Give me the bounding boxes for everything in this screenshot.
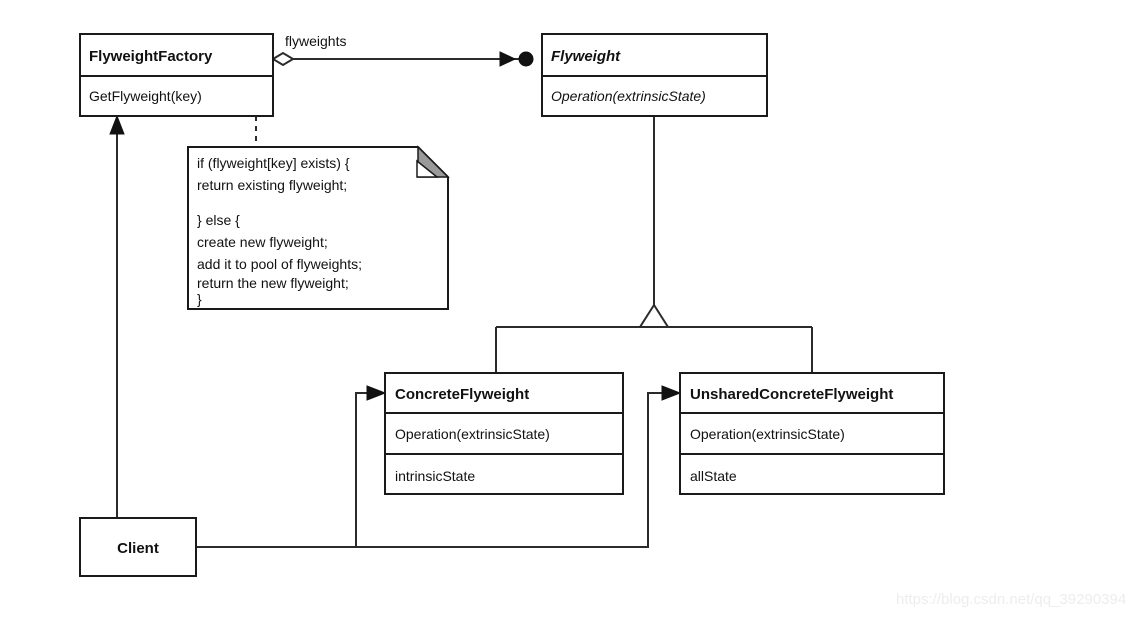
arrowhead-filled-icon	[109, 114, 125, 135]
client-concrete-path	[196, 392, 375, 548]
flyweight-title: Flyweight	[551, 48, 621, 65]
class-box-flyweightfactory[interactable]: FlyweightFactory GetFlyweight(key)	[79, 33, 274, 117]
unsharedconcreteflyweight-operation-0: Operation(extrinsicState)	[690, 426, 845, 442]
note-line-1: return existing flyweight;	[197, 177, 347, 193]
unsharedconcreteflyweight-title: UnsharedConcreteFlyweight	[690, 386, 893, 403]
note-body	[187, 146, 449, 310]
connector-client-to-unshared-flyweight	[196, 385, 682, 548]
connector-aggregation-factory-flyweight	[271, 51, 534, 67]
arrowhead-filled-icon	[499, 51, 517, 67]
class-box-flyweight[interactable]: Flyweight Operation(extrinsicState)	[541, 33, 768, 117]
generalization-triangle-icon	[638, 303, 670, 328]
note-line-5: add it to pool of flyweights;	[197, 256, 362, 272]
note-line-3: } else {	[197, 212, 240, 228]
arrowhead-filled-icon	[366, 385, 387, 401]
client-unshared-path	[196, 392, 670, 548]
flyweight-operation-0: Operation(extrinsicState)	[551, 88, 706, 104]
concreteflyweight-operation-0: Operation(extrinsicState)	[395, 426, 550, 442]
connector-client-to-concrete-flyweight	[196, 385, 387, 548]
watermark-label: https://blog.csdn.net/qq_39290394	[896, 591, 1126, 608]
concreteflyweight-frame	[384, 372, 624, 495]
concreteflyweight-attribute-0: intrinsicState	[395, 468, 475, 484]
connector-client-to-factory	[109, 114, 125, 520]
aggregation-role-label: flyweights	[285, 33, 346, 49]
note-line-7: }	[197, 291, 202, 307]
flyweightfactory-title: FlyweightFactory	[89, 48, 213, 65]
note-line-6: return the new flyweight;	[197, 275, 349, 291]
arrowhead-filled-icon	[661, 385, 682, 401]
client-frame	[79, 517, 197, 577]
flyweightfactory-operation-0: GetFlyweight(key)	[89, 88, 202, 104]
multiplicity-ball-icon	[518, 51, 534, 67]
concreteflyweight-title: ConcreteFlyweight	[395, 386, 529, 403]
class-box-unsharedconcreteflyweight[interactable]: UnsharedConcreteFlyweight Operation(extr…	[679, 372, 945, 495]
note-line-4: create new flyweight;	[197, 234, 328, 250]
note-box: if (flyweight[key] exists) { return exis…	[187, 145, 450, 310]
note-line-0: if (flyweight[key] exists) {	[197, 155, 350, 171]
note-fold-corner-icon	[416, 159, 440, 178]
unsharedconcreteflyweight-attribute-0: allState	[690, 468, 737, 484]
class-box-concreteflyweight[interactable]: ConcreteFlyweight Operation(extrinsicSta…	[384, 372, 624, 495]
unsharedconcreteflyweight-frame	[679, 372, 945, 495]
aggregation-diamond-icon	[271, 51, 295, 67]
connector-generalization-to-flyweight	[495, 116, 813, 373]
client-title: Client	[117, 540, 159, 557]
class-box-client[interactable]: Client	[79, 517, 197, 577]
